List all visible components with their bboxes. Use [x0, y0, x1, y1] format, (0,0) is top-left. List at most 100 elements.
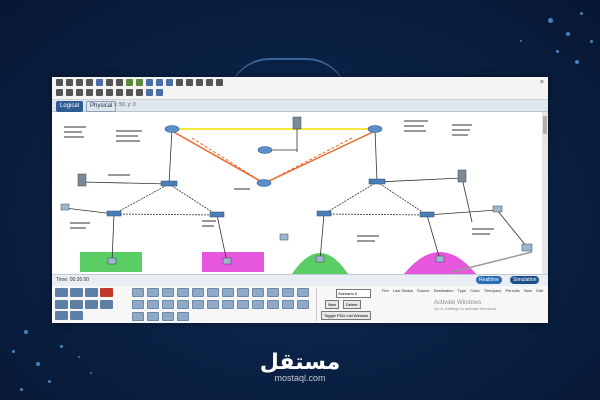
server-icon[interactable]: [77, 173, 87, 187]
zoom-in-icon[interactable]: [146, 79, 153, 86]
copy-icon[interactable]: [106, 79, 113, 86]
switch-icon[interactable]: [160, 180, 178, 187]
network-info-icon[interactable]: [206, 79, 213, 86]
add-simple-pdu-icon[interactable]: [146, 89, 153, 96]
connections-category-icon[interactable]: [100, 288, 113, 297]
scenario-select[interactable]: Scenario 0: [336, 289, 371, 298]
router-icon[interactable]: [257, 146, 273, 154]
device-item[interactable]: [192, 288, 204, 297]
router-category-icon[interactable]: [55, 288, 68, 297]
new-scenario-button[interactable]: New: [325, 300, 340, 309]
device-item[interactable]: [192, 300, 204, 309]
pc-icon[interactable]: [315, 255, 325, 263]
end-devices-category-icon[interactable]: [55, 299, 68, 309]
undo-icon[interactable]: [126, 79, 133, 86]
draw-line-icon[interactable]: [106, 89, 113, 96]
custom-category-icon[interactable]: [55, 311, 68, 321]
device-item[interactable]: [162, 300, 174, 309]
zoom-out-icon[interactable]: [166, 79, 173, 86]
toggle-pdu-list-button[interactable]: Toggle PDU List Window: [321, 311, 372, 320]
pc-icon[interactable]: [435, 255, 445, 263]
device-item[interactable]: [297, 300, 309, 309]
device-item[interactable]: [132, 312, 144, 321]
device-item[interactable]: [147, 300, 159, 309]
device-item[interactable]: [237, 300, 249, 309]
server-icon[interactable]: [292, 116, 302, 130]
server-icon[interactable]: [457, 169, 467, 183]
device-item[interactable]: [132, 288, 144, 297]
print-icon[interactable]: [86, 79, 93, 86]
draw-ellipse-icon[interactable]: [126, 89, 133, 96]
switch-icon[interactable]: [316, 210, 332, 217]
router-icon[interactable]: [256, 179, 272, 187]
device-item[interactable]: [132, 300, 144, 309]
canvas-scrollbar[interactable]: [542, 112, 548, 274]
delete-scenario-button[interactable]: Delete: [343, 300, 361, 309]
security-category-icon[interactable]: [85, 299, 98, 309]
device-item[interactable]: [297, 288, 309, 297]
device-item[interactable]: [267, 300, 279, 309]
open-icon[interactable]: [66, 79, 73, 86]
note-icon[interactable]: [96, 89, 103, 96]
zoom-reset-icon[interactable]: [156, 79, 163, 86]
pc-icon[interactable]: [279, 233, 289, 241]
device-item[interactable]: [252, 300, 264, 309]
device-item[interactable]: [207, 288, 219, 297]
device-item[interactable]: [282, 300, 294, 309]
delete-icon[interactable]: [76, 89, 83, 96]
laptop-icon[interactable]: [521, 243, 533, 252]
tab-logical[interactable]: Logical: [56, 101, 84, 112]
device-item[interactable]: [282, 288, 294, 297]
wizard-icon[interactable]: [96, 79, 103, 86]
device-item[interactable]: [147, 312, 159, 321]
ipc-icon[interactable]: [196, 79, 203, 86]
resize-icon[interactable]: [86, 89, 93, 96]
pc-icon[interactable]: [60, 203, 70, 211]
device-item[interactable]: [222, 300, 234, 309]
topology-canvas[interactable]: [52, 112, 542, 274]
help-icon[interactable]: [216, 79, 223, 86]
device-item[interactable]: [162, 312, 174, 321]
pc-icon[interactable]: [107, 257, 117, 265]
switch-category-icon[interactable]: [70, 288, 83, 297]
custom-device-icon[interactable]: [186, 79, 193, 86]
laptop-icon[interactable]: [492, 205, 503, 213]
paste-icon[interactable]: [116, 79, 123, 86]
switch-icon[interactable]: [209, 211, 225, 218]
redo-icon[interactable]: [136, 79, 143, 86]
simulation-mode-button[interactable]: Simulation: [510, 276, 540, 284]
save-icon[interactable]: [76, 79, 83, 86]
device-item[interactable]: [177, 312, 189, 321]
tab-physical[interactable]: Physical: [86, 101, 117, 112]
device-item[interactable]: [207, 300, 219, 309]
device-item[interactable]: [162, 288, 174, 297]
freeform-icon[interactable]: [136, 89, 143, 96]
link-l7: [216, 214, 228, 263]
device-item[interactable]: [177, 300, 189, 309]
device-item[interactable]: [177, 288, 189, 297]
device-item[interactable]: [267, 288, 279, 297]
switch-icon[interactable]: [419, 211, 435, 218]
router-icon[interactable]: [164, 125, 180, 133]
switch-icon[interactable]: [106, 210, 122, 217]
add-complex-pdu-icon[interactable]: [156, 89, 163, 96]
select-icon[interactable]: [56, 89, 63, 96]
wireless-category-icon[interactable]: [70, 299, 83, 309]
device-item[interactable]: [147, 288, 159, 297]
router-icon[interactable]: [367, 125, 383, 133]
new-file-icon[interactable]: [56, 79, 63, 86]
switch-icon[interactable]: [368, 178, 386, 185]
pc-icon[interactable]: [222, 257, 232, 265]
wan-emulation-category-icon[interactable]: [100, 299, 113, 309]
drawing-palette-icon[interactable]: [176, 79, 183, 86]
draw-rect-icon[interactable]: [116, 89, 123, 96]
scenario-panel: Scenario 0 New Delete Toggle PDU List Wi…: [316, 288, 381, 321]
device-item[interactable]: [222, 288, 234, 297]
hub-category-icon[interactable]: [85, 288, 98, 297]
device-item[interactable]: [252, 288, 264, 297]
close-icon[interactable]: ×: [539, 79, 544, 86]
device-item[interactable]: [237, 288, 249, 297]
realtime-mode-button[interactable]: Realtime: [476, 276, 502, 284]
inspect-icon[interactable]: [66, 89, 73, 96]
multiuser-category-icon[interactable]: [70, 311, 83, 321]
